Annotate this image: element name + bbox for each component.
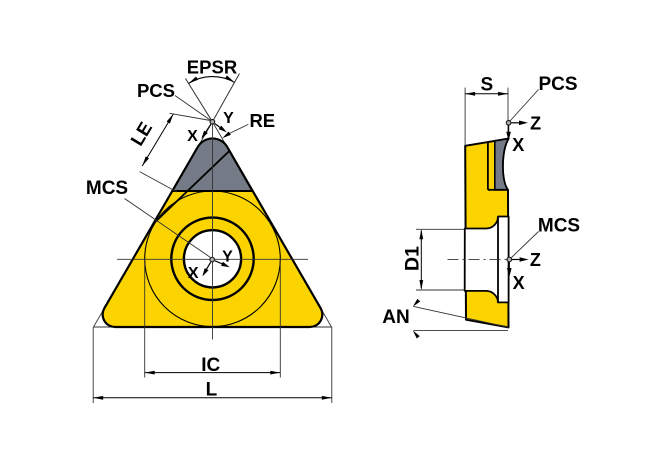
svg-text:X: X [513, 273, 525, 293]
svg-text:X: X [512, 135, 524, 155]
svg-text:Z: Z [530, 250, 541, 270]
svg-text:X: X [188, 265, 199, 282]
svg-text:X: X [187, 128, 198, 145]
svg-text:PCS: PCS [137, 80, 175, 101]
svg-text:IC: IC [201, 355, 220, 376]
svg-text:EPSR: EPSR [187, 57, 237, 78]
svg-text:RE: RE [249, 110, 275, 131]
svg-text:MCS: MCS [538, 216, 580, 237]
svg-text:Y: Y [223, 110, 234, 127]
svg-text:MCS: MCS [86, 178, 128, 199]
svg-text:AN: AN [382, 307, 409, 328]
svg-text:S: S [480, 75, 493, 96]
svg-text:D1: D1 [402, 246, 424, 271]
svg-text:Z: Z [530, 113, 541, 133]
svg-text:PCS: PCS [538, 74, 577, 95]
svg-text:L: L [206, 379, 218, 400]
svg-text:Y: Y [222, 248, 233, 265]
